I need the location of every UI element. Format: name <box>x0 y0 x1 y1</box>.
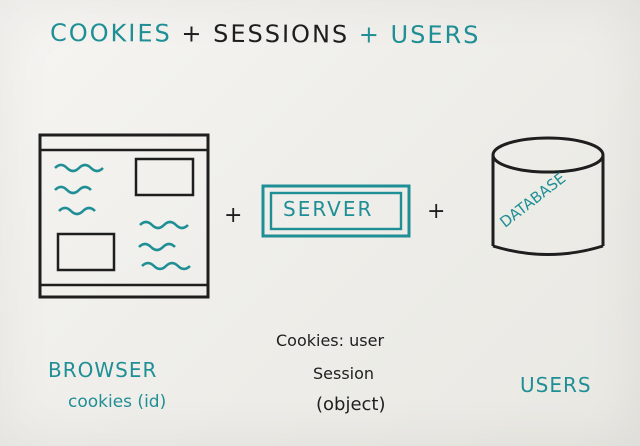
database-top-ellipse <box>491 136 605 174</box>
users-label: USERS <box>520 373 592 397</box>
browser-wave-text-5 <box>138 242 176 252</box>
browser-title-label: BROWSER <box>48 358 158 382</box>
database-bottom-curve <box>492 244 604 256</box>
browser-window-icon <box>38 133 210 299</box>
browser-wave-text-2 <box>54 185 92 195</box>
browser-wave-text-1 <box>54 163 104 173</box>
browser-image-box-top <box>134 157 195 197</box>
database-cylinder-icon <box>491 136 605 256</box>
browser-subtitle-label: cookies (id) <box>68 392 167 412</box>
server-label: SERVER <box>283 197 374 221</box>
server-outer-frame <box>261 184 411 238</box>
browser-frame <box>38 133 210 299</box>
plus-sign-left: + <box>224 203 243 228</box>
browser-image-box-bottom <box>56 232 116 272</box>
browser-wave-text-4 <box>139 220 189 230</box>
object-label: (object) <box>316 394 386 415</box>
server-box <box>261 184 411 238</box>
session-label: Session <box>313 364 375 383</box>
browser-wave-text-3 <box>58 206 96 216</box>
plus-sign-right: + <box>427 199 446 224</box>
browser-wave-text-6 <box>141 261 191 271</box>
cookie-user-label: Cookies: user <box>276 331 385 350</box>
server-inner-frame <box>269 191 403 231</box>
